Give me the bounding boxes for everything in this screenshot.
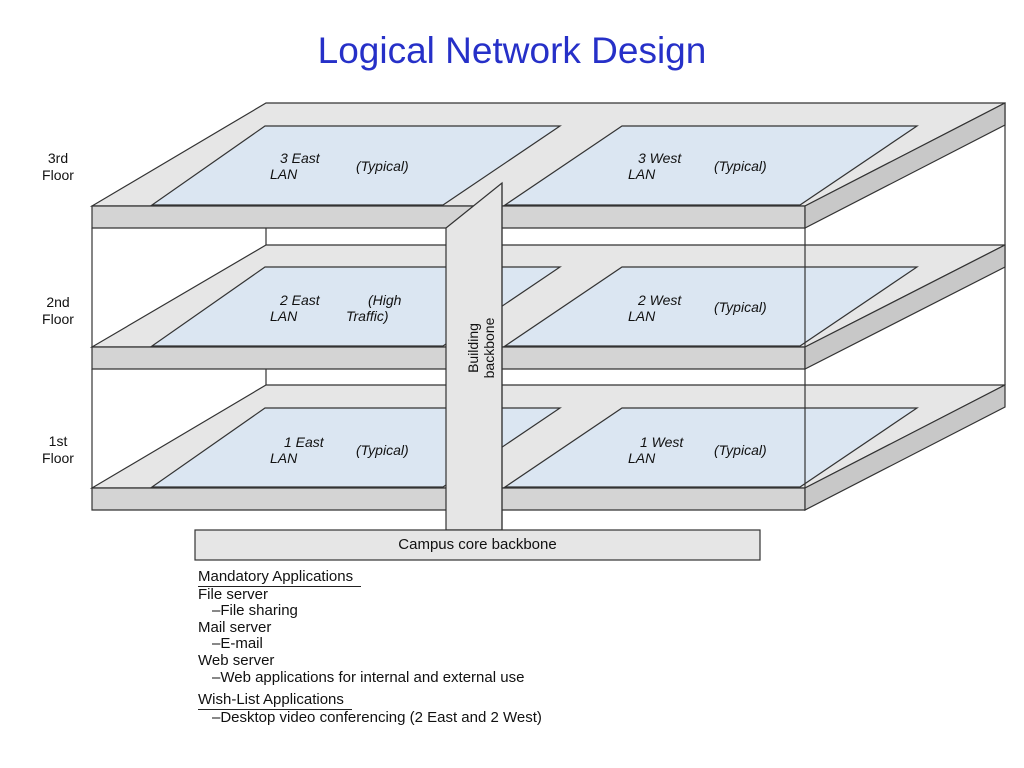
mandatory-heading: Mandatory Applications [198,568,362,587]
floor-label-2nd: 2nd Floor [42,294,74,327]
lan-label-1-east: 1 East LAN [270,434,324,466]
mail-server-item: Mail server [198,618,272,636]
lan-2-west [503,266,919,347]
campus-backbone-bar [194,529,761,561]
floor-slab-3 [89,102,1006,229]
floor-label-3rd: 3rd Floor [42,150,74,183]
wishlist-heading: Wish-List Applications [198,692,352,710]
web-apps-item: –Web applications for internal and exter… [212,668,525,686]
web-server-item: Web server [198,651,275,669]
floor-slab-1 [89,384,1006,511]
lan-1-west [503,407,919,488]
lan-note-3-west: (Typical) [714,158,767,174]
file-sharing-item: –File sharing [212,602,298,620]
lan-3-east [150,125,562,206]
lan-note-1-west: (Typical) [714,442,767,458]
video-conf-item: –Desktop video conferencing (2 East and … [212,708,542,726]
lan-note-2-west: (Typical) [714,299,767,315]
file-server-item: File server [198,585,269,603]
campus-backbone-label: Campus core backbone [398,536,557,553]
lan-label-2-east: 2 East LAN [270,292,320,324]
lan-label-2-west: 2 West LAN [628,292,682,324]
lan-note-1-east: (Typical) [356,442,409,458]
email-item: –E-mail [212,635,263,653]
lan-label-3-east: 3 East LAN [270,150,320,182]
floor-slab-2 [89,244,1006,370]
page-title: Logical Network Design [317,30,707,71]
lan-note-3-east: (Typical) [356,158,409,174]
lan-label-3-west: 3 West LAN [628,150,682,182]
lan-label-1-west: 1 West LAN [628,434,684,466]
applications-list: Mandatory Applications File server –File… [198,568,542,726]
lan-3-west [503,125,919,206]
lan-note-2-east: (High Traffic) [346,292,402,324]
floor-label-1st: 1st Floor [42,433,74,466]
building-backbone-label: Building backbone [465,317,497,379]
